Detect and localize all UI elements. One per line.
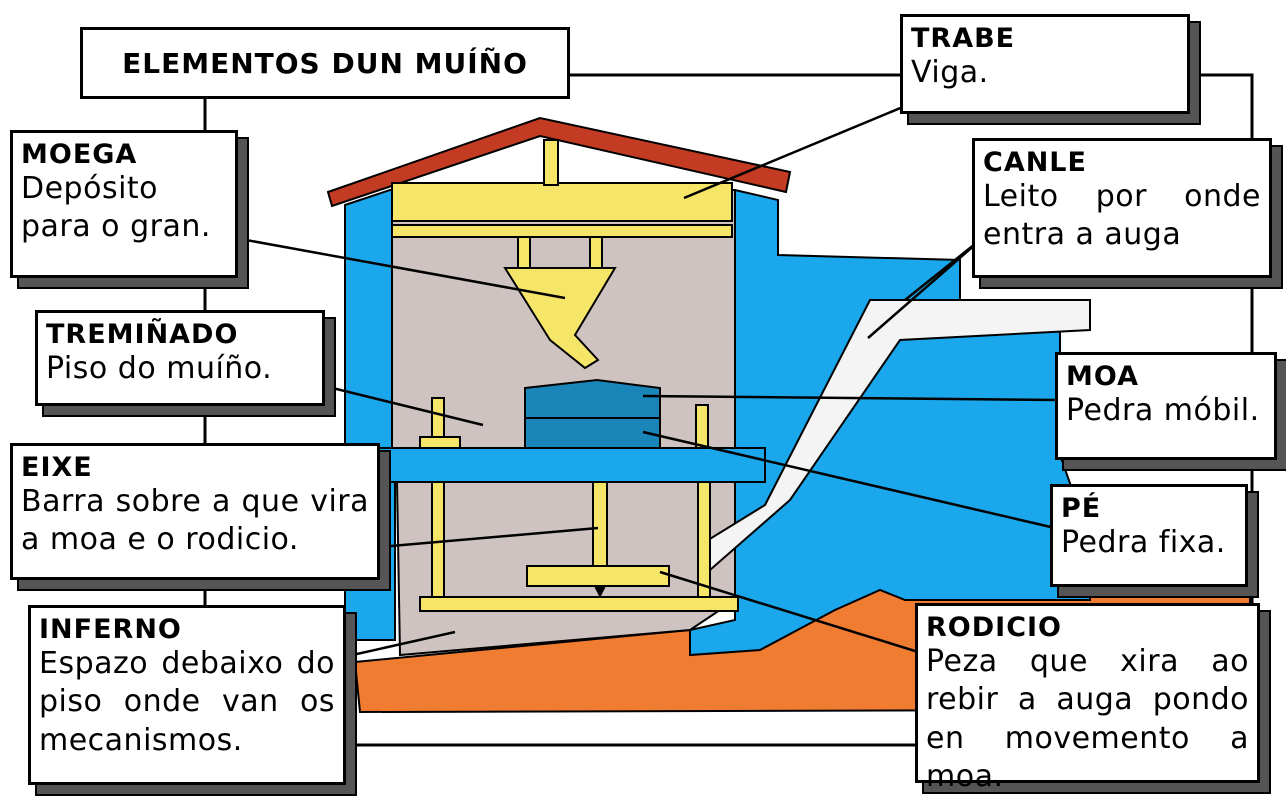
diagram-title-box: ELEMENTOS DUN MUÍÑO	[80, 27, 570, 99]
leader-moa	[642, 394, 1061, 402]
label-trabe-desc: Viga.	[911, 55, 989, 91]
leader-inferno	[329, 630, 456, 662]
shaft	[592, 481, 608, 568]
label-pe-desc: Pedra fixa.	[1061, 525, 1226, 561]
label-tremiñado: TREMIÑADO Piso do muíño.	[35, 310, 325, 406]
label-inferno-desc: Espazo debaixo do piso onde van os mecan…	[39, 646, 335, 758]
label-inferno: INFERNO Espazo debaixo do piso onde van …	[28, 605, 346, 785]
label-eixe-title: EIXE	[21, 452, 93, 483]
label-inferno-title: INFERNO	[39, 614, 182, 645]
base-beam	[419, 596, 739, 612]
label-canle: CANLE Leito por onde entra a auga	[972, 138, 1272, 278]
hopper-post-left	[517, 236, 531, 270]
leader-rodicio	[659, 570, 929, 657]
label-rodicio-title: RODICIO	[926, 612, 1063, 643]
right-support	[697, 481, 711, 598]
right-post-upper	[695, 404, 709, 449]
diagram-title: ELEMENTOS DUN MUÍÑO	[122, 46, 528, 80]
leader-trabe	[683, 102, 911, 200]
label-moa-desc: Pedra móbil.	[1066, 393, 1260, 429]
label-trabe-title: TRABE	[911, 23, 1016, 54]
left-support	[431, 481, 445, 598]
bed-stone-pe	[524, 417, 661, 449]
beam	[391, 182, 733, 222]
label-pe: PÉ Pedra fixa.	[1050, 484, 1248, 587]
label-moega-title: MOEGA	[21, 139, 138, 170]
king-post	[543, 139, 559, 186]
label-canle-title: CANLE	[983, 147, 1087, 178]
label-canle-desc: Leito por onde entra a auga	[983, 179, 1261, 253]
water-wheel	[526, 565, 670, 587]
hopper-post-right	[589, 236, 603, 270]
label-rodicio: RODICIO Peza que xira ao rebir a auga po…	[915, 603, 1260, 794]
shaft-point	[594, 586, 606, 598]
label-pe-title: PÉ	[1061, 493, 1102, 524]
label-moega: MOEGA Depósito para o gran.	[10, 130, 238, 278]
floor-slab	[344, 447, 766, 483]
leader-moega	[245, 238, 566, 300]
beam-lower	[391, 224, 733, 238]
leader-eixe	[367, 526, 599, 550]
label-rodicio-desc: Peza que xira ao rebir a auga pondo en m…	[926, 644, 1249, 795]
leader-pe	[642, 430, 1056, 530]
label-moa-title: MOA	[1066, 361, 1139, 392]
label-tremiñado-desc: Piso do muíño.	[46, 351, 273, 387]
label-tremiñado-title: TREMIÑADO	[46, 319, 239, 350]
label-eixe-desc: Barra sobre a que vira a moa e o rodicio…	[21, 484, 369, 558]
leader-canle-2	[904, 243, 976, 301]
leader-tremiñado	[299, 378, 484, 427]
right-frame-line	[1190, 73, 1254, 780]
chute	[698, 299, 1091, 572]
label-moega-desc: Depósito para o gran.	[21, 171, 211, 245]
lever-post	[431, 397, 445, 441]
roof	[326, 116, 792, 208]
leader-lines	[245, 102, 1061, 662]
lever-post-base	[419, 436, 461, 449]
label-trabe: TRABE Viga.	[900, 14, 1190, 114]
label-eixe: EIXE Barra sobre a que vira a moa e o ro…	[10, 443, 380, 580]
runner-stone-moa	[524, 378, 661, 419]
label-moa: MOA Pedra móbil.	[1055, 352, 1277, 460]
